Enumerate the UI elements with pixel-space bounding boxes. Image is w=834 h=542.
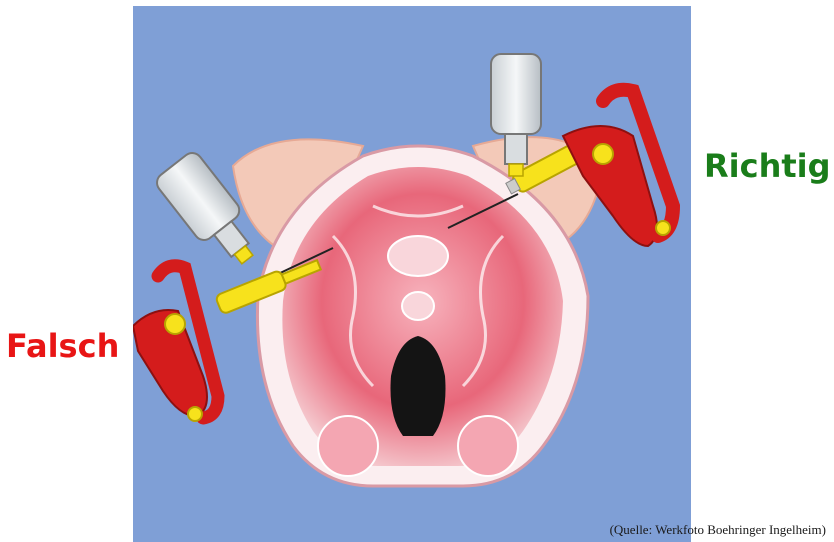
pig-neck-cross-section-illustration [133, 6, 691, 542]
source-caption: (Quelle: Werkfoto Boehringer Ingelheim) [610, 522, 826, 538]
illustration-panel [133, 6, 691, 542]
correct-label: Richtig [704, 150, 831, 182]
wrong-label: Falsch [6, 330, 119, 362]
